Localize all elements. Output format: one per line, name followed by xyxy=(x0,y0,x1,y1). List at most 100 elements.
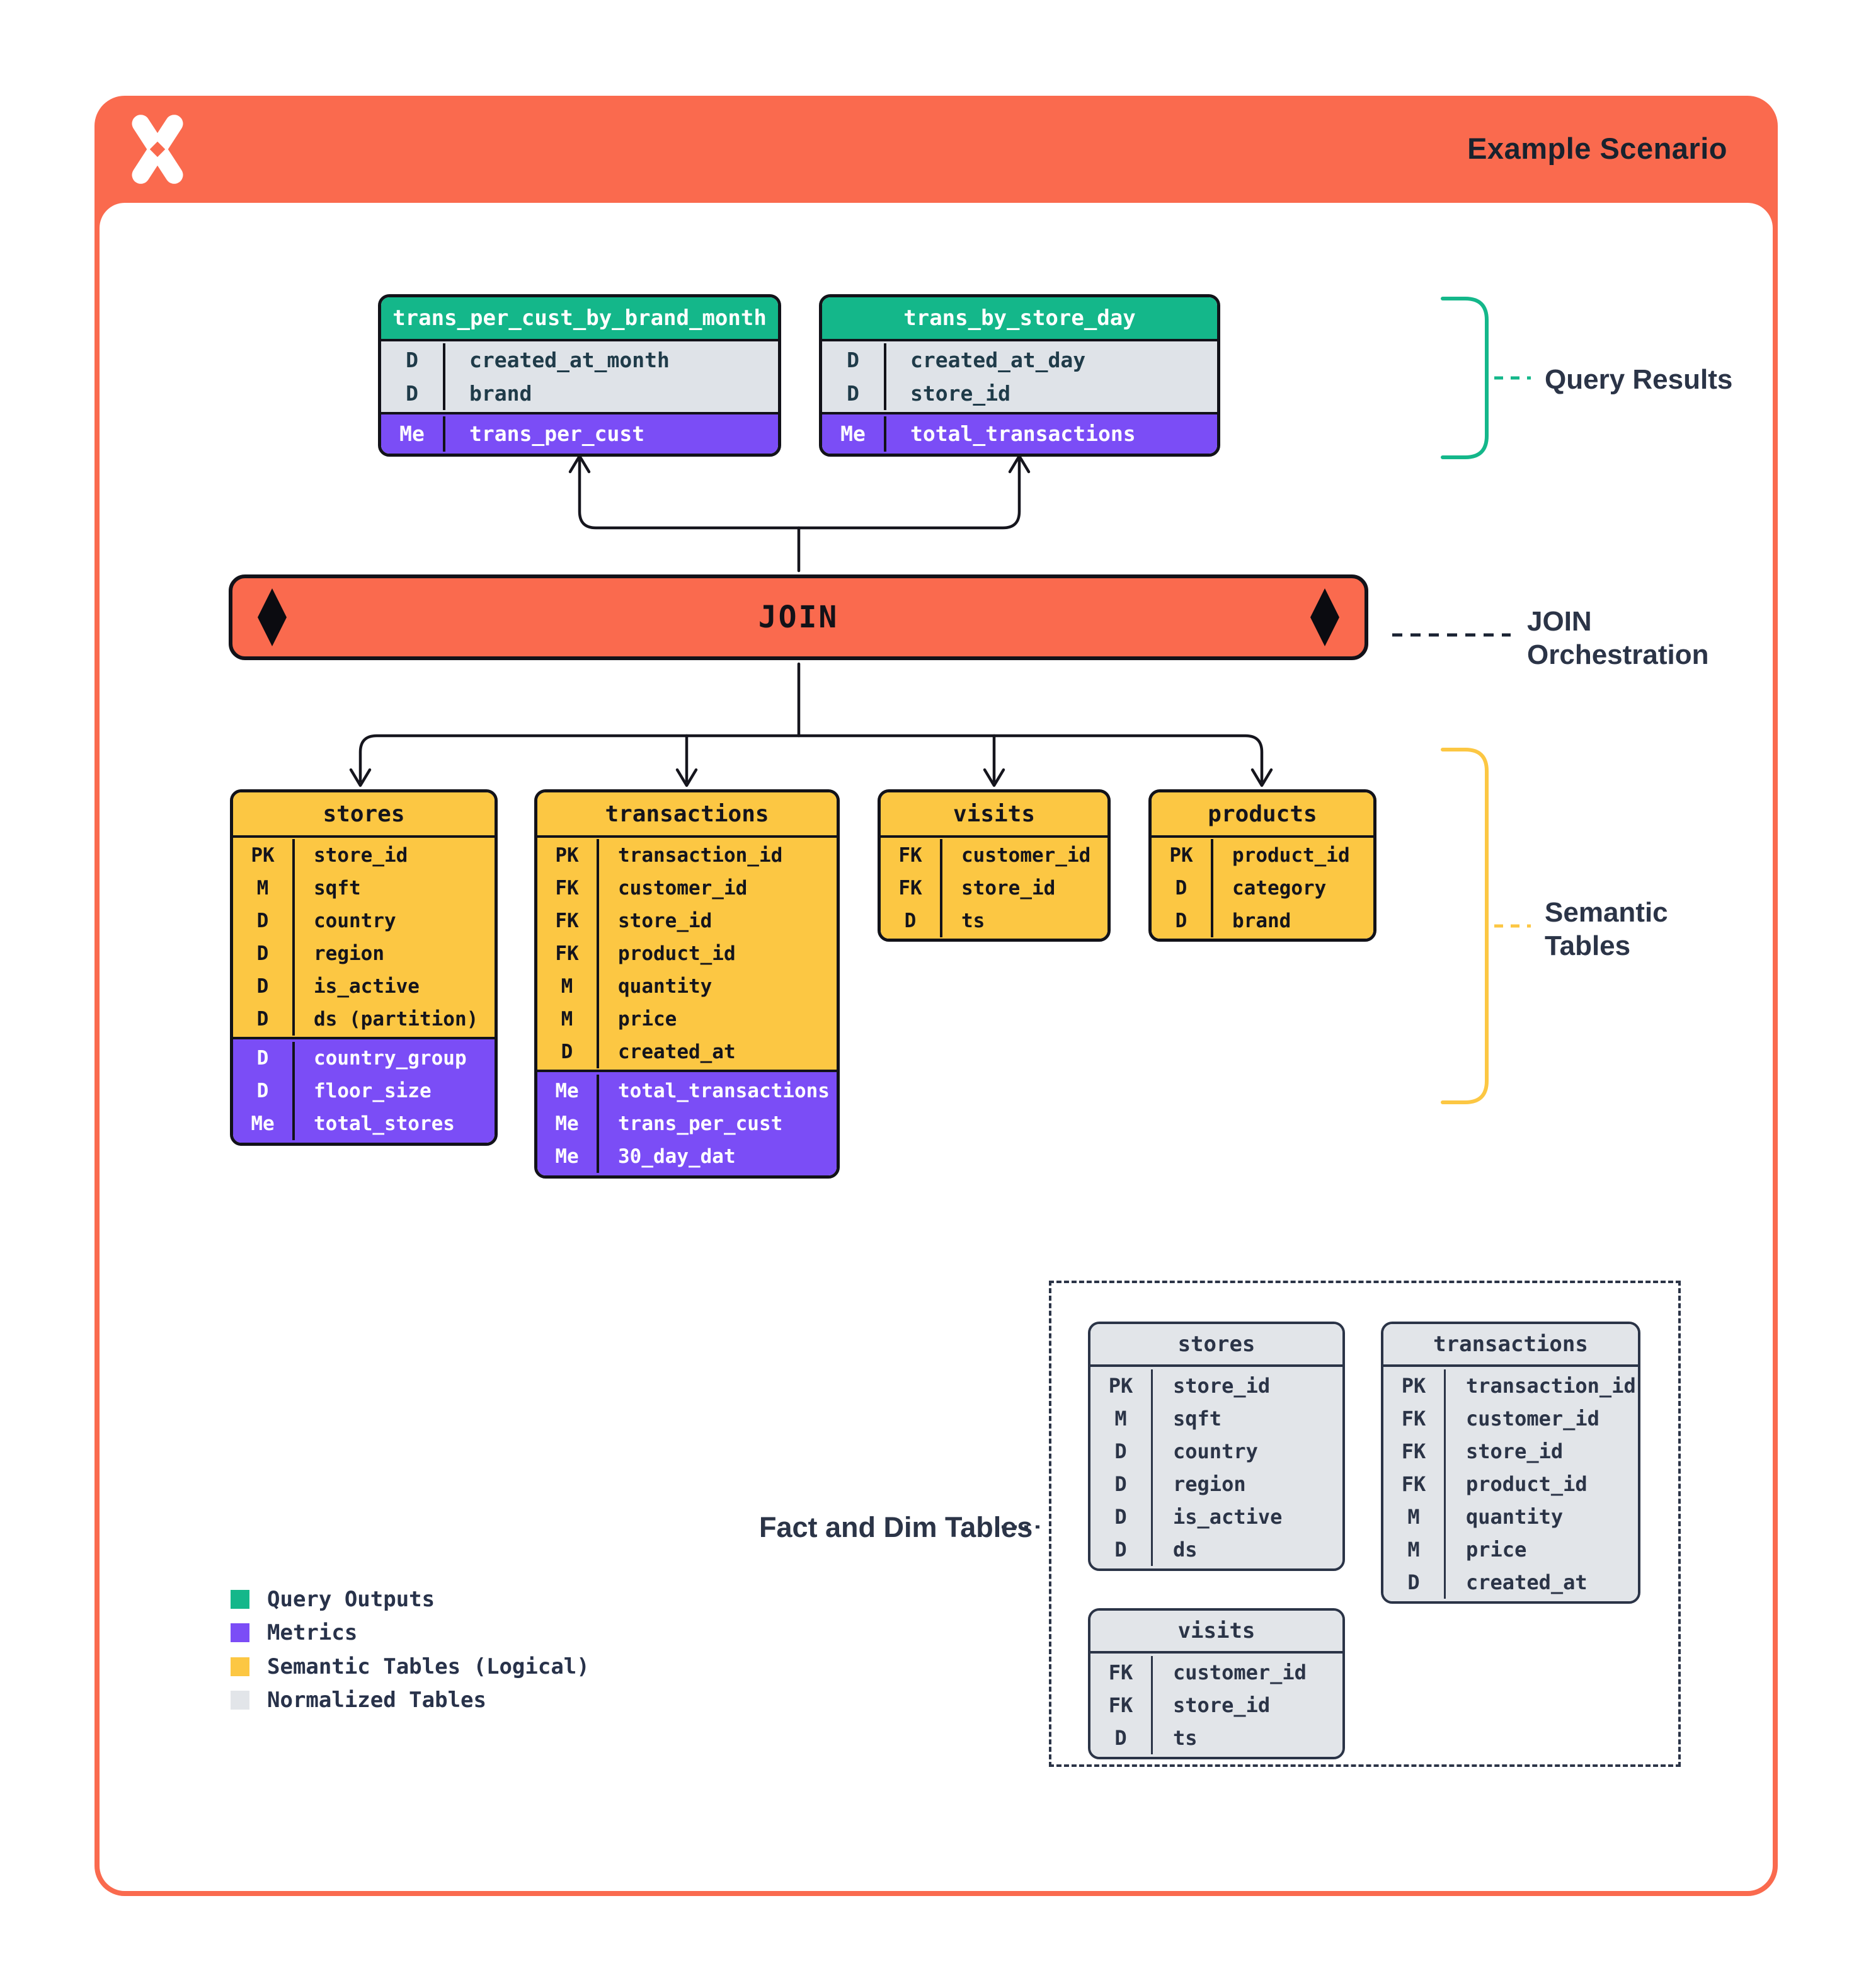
field-name: region xyxy=(1173,1472,1246,1496)
dimension-rows: D D created_at_month brand xyxy=(381,341,778,412)
field-key: D xyxy=(561,1041,573,1063)
field-name: country_group xyxy=(314,1047,467,1070)
fact-dim-label: Fact and Dim Tables xyxy=(759,1511,1033,1543)
field-key: D xyxy=(1175,877,1187,900)
field-key: D xyxy=(256,1047,269,1070)
column-rows: PK M D D D D store_id sqft country regio… xyxy=(233,838,495,1037)
field-name: category xyxy=(1232,877,1327,900)
field-key: FK xyxy=(1108,1693,1133,1717)
table-title: trans_by_store_day xyxy=(822,297,1217,341)
table-title: trans_per_cust_by_brand_month xyxy=(381,297,778,341)
field-key: PK xyxy=(1169,844,1193,867)
field-name: price xyxy=(1466,1538,1527,1562)
field-key: D xyxy=(1175,910,1187,932)
field-name: quantity xyxy=(1466,1505,1564,1529)
field-key: D xyxy=(1407,1570,1420,1594)
field-name: customer_id xyxy=(618,877,748,900)
field-key: M xyxy=(561,975,573,998)
field-name: quantity xyxy=(618,975,712,998)
field-key: M xyxy=(1407,1505,1420,1529)
field-name: store_id xyxy=(314,844,408,867)
table-title: visits xyxy=(1090,1611,1342,1654)
field-key: FK xyxy=(555,942,579,965)
column-rows: FK FK D customer_id store_id ts xyxy=(881,838,1107,939)
field-key: FK xyxy=(1401,1472,1426,1496)
field-name: floor_size xyxy=(314,1080,432,1102)
column-rows: PK FK FK FK M M D transaction_id custome… xyxy=(537,838,837,1070)
field-name: total_stores xyxy=(314,1112,455,1135)
field-key: M xyxy=(1407,1538,1420,1562)
normalized-table-visits: visits FK FK D customer_id store_id ts xyxy=(1088,1608,1345,1759)
field-name: store_id xyxy=(910,381,1010,406)
field-name: store_id xyxy=(1173,1693,1271,1717)
field-key: D xyxy=(256,942,269,965)
field-name: trans_per_cust xyxy=(469,421,645,446)
field-name: 30_day_dat xyxy=(618,1145,736,1168)
field-name: total_transactions xyxy=(910,421,1136,446)
field-name: transaction_id xyxy=(618,844,783,867)
field-name: customer_id xyxy=(1173,1660,1307,1684)
field-key: Me xyxy=(555,1145,579,1168)
field-name: store_id xyxy=(618,910,712,932)
column-rows: PK D D product_id category brand xyxy=(1152,838,1373,939)
purple-swatch-icon xyxy=(231,1623,249,1642)
field-key: M xyxy=(256,877,269,900)
field-name: store_id xyxy=(961,877,1056,900)
field-name: brand xyxy=(1232,910,1291,932)
field-name: sqft xyxy=(314,877,361,900)
diamond-icon xyxy=(258,588,287,646)
table-title: visits xyxy=(881,792,1107,838)
field-key: Me xyxy=(555,1080,579,1102)
field-key: FK xyxy=(898,877,922,900)
field-name: product_id xyxy=(618,942,736,965)
field-key: PK xyxy=(1108,1374,1133,1398)
field-name: is_active xyxy=(1173,1505,1283,1529)
table-title: stores xyxy=(233,792,495,838)
field-key: D xyxy=(1114,1726,1127,1750)
field-key: FK xyxy=(555,910,579,932)
field-key: D xyxy=(847,381,859,406)
join-orchestration-label: JOIN Orchestration xyxy=(1527,606,1709,670)
field-name: sqft xyxy=(1173,1407,1222,1431)
field-name: transaction_id xyxy=(1466,1374,1636,1398)
field-key: Me xyxy=(399,421,425,446)
field-name: is_active xyxy=(314,975,420,998)
yellow-swatch-icon xyxy=(231,1657,249,1676)
normalized-table-stores: stores PK M D D D D store_id sqft countr… xyxy=(1088,1322,1345,1571)
gray-swatch-icon xyxy=(231,1691,249,1710)
metric-rows: D D Me country_group floor_size total_st… xyxy=(233,1037,495,1143)
metric-rows: Me total_transactions xyxy=(822,412,1217,454)
field-key: FK xyxy=(898,844,922,867)
metric-rows: Me Me Me total_transactions trans_per_cu… xyxy=(537,1070,837,1175)
field-name: customer_id xyxy=(1466,1407,1599,1431)
green-swatch-icon xyxy=(231,1590,249,1609)
field-key: D xyxy=(1114,1472,1127,1496)
column-rows: PK M D D D D store_id sqft country regio… xyxy=(1090,1367,1342,1568)
field-key: FK xyxy=(1108,1660,1133,1684)
normalized-table-transactions: transactions PK FK FK FK M M D transacti… xyxy=(1381,1322,1640,1604)
field-name: created_at_day xyxy=(910,348,1086,372)
field-key: D xyxy=(904,910,917,932)
field-key: Me xyxy=(840,421,866,446)
field-key: FK xyxy=(1401,1407,1426,1431)
field-name: ds (partition) xyxy=(1173,1538,1198,1562)
field-name: country xyxy=(314,910,396,932)
column-rows: FK FK D customer_id store_id ts xyxy=(1090,1654,1342,1757)
field-name: created_at xyxy=(618,1041,736,1063)
field-key: M xyxy=(561,1008,573,1031)
field-key: FK xyxy=(1401,1439,1426,1463)
legend-item-normalized-tables: Normalized Tables xyxy=(231,1688,486,1713)
semantic-table-transactions: transactions PK FK FK FK M M D transacti… xyxy=(534,789,840,1179)
field-key: D xyxy=(406,348,418,372)
field-key: M xyxy=(1114,1407,1127,1431)
query-result-table-trans-per-cust: trans_per_cust_by_brand_month D D create… xyxy=(378,294,781,457)
field-name: brand xyxy=(469,381,532,406)
field-key: PK xyxy=(555,844,579,867)
metric-rows: Me trans_per_cust xyxy=(381,412,778,454)
table-title: transactions xyxy=(537,792,837,838)
semantic-table-visits: visits FK FK D customer_id store_id ts xyxy=(878,789,1111,942)
field-name: country xyxy=(1173,1439,1258,1463)
field-name: product_id xyxy=(1466,1472,1588,1496)
field-key: FK xyxy=(555,877,579,900)
field-name: total_transactions xyxy=(618,1080,830,1102)
